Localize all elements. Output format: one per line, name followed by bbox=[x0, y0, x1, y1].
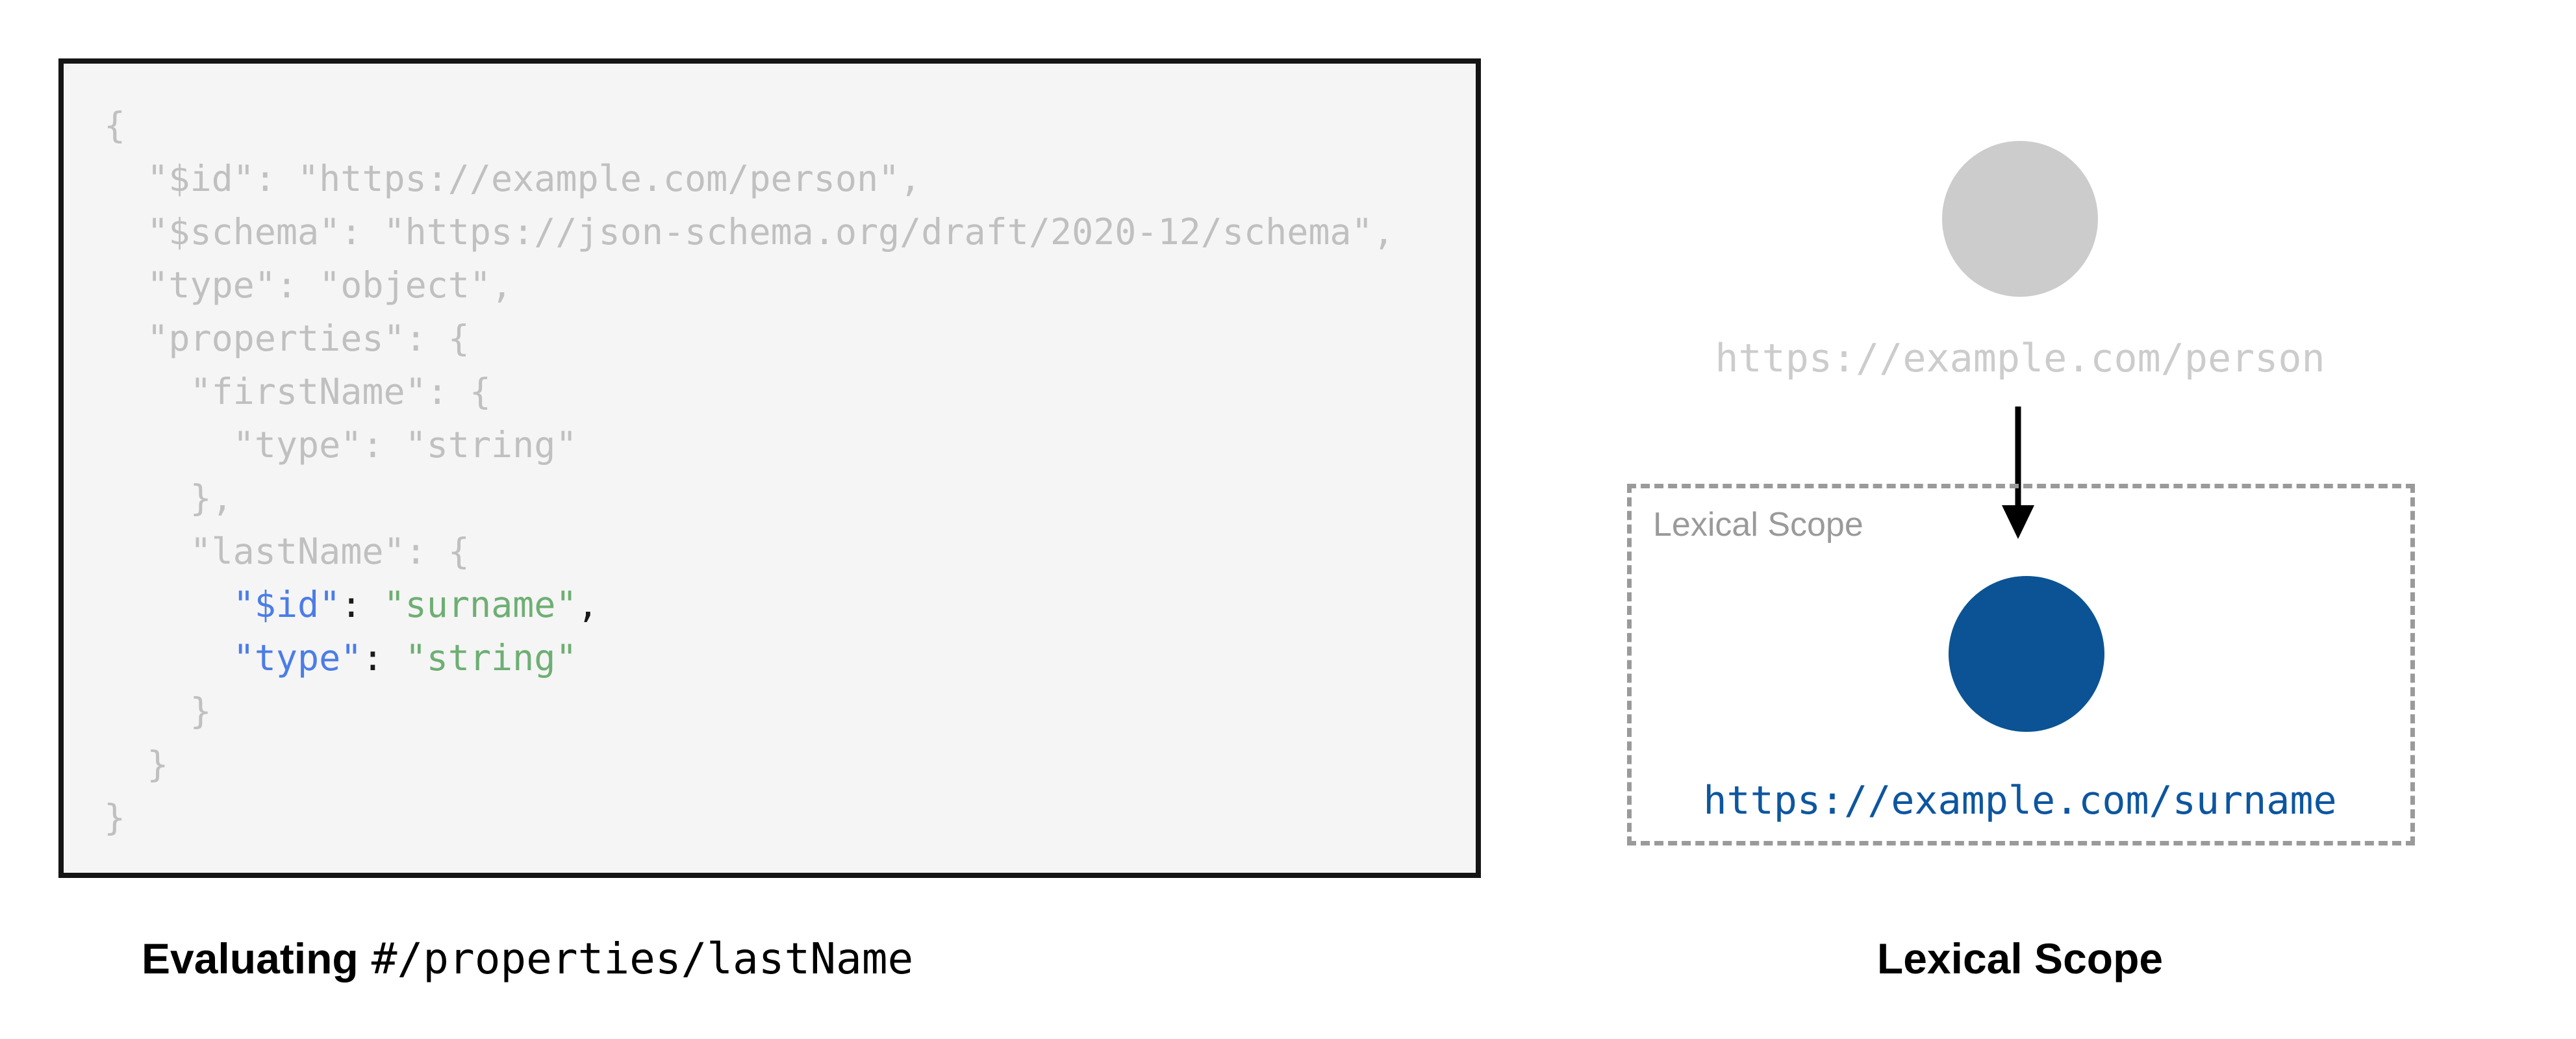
surname-schema-url-label: https://example.com/surname bbox=[1703, 778, 2337, 823]
right-caption: Lexical Scope bbox=[1876, 934, 2164, 983]
parent-schema-node-circle bbox=[1942, 141, 2098, 297]
code-block: { "$id": "https://example.com/person", "… bbox=[64, 64, 1476, 844]
left-caption: Evaluating#/properties/lastName bbox=[142, 934, 913, 984]
code-line: "firstName": { bbox=[104, 371, 492, 412]
surname-schema-node-circle bbox=[1949, 576, 2104, 732]
code-line: "$schema": "https://json-schema.org/draf… bbox=[104, 211, 1395, 253]
code-line: { bbox=[104, 105, 126, 146]
left-caption-evaluating-label: Evaluating bbox=[142, 934, 359, 983]
lexical-scope-box: Lexical Scope bbox=[1627, 484, 2415, 845]
code-line: "type": "string" bbox=[233, 637, 577, 679]
down-arrow-icon bbox=[2002, 407, 2034, 539]
left-caption-json-pointer: #/properties/lastName bbox=[371, 934, 914, 984]
code-line: }, bbox=[104, 477, 233, 519]
code-line: "lastName": { bbox=[104, 531, 470, 572]
code-line: "$id": "https://example.com/person", bbox=[104, 158, 922, 199]
code-line: "type": "object", bbox=[104, 264, 513, 306]
parent-schema-url-label: https://example.com/person bbox=[1715, 336, 2325, 381]
json-schema-code-panel: { "$id": "https://example.com/person", "… bbox=[58, 58, 1481, 878]
code-line: } bbox=[104, 797, 126, 838]
code-line: "$id": "surname", bbox=[233, 584, 599, 625]
code-line: } bbox=[104, 690, 212, 732]
lexical-scope-box-label: Lexical Scope bbox=[1653, 506, 1863, 544]
code-line: } bbox=[104, 744, 169, 785]
code-line: "properties": { bbox=[104, 318, 470, 359]
code-line: "type": "string" bbox=[104, 424, 577, 466]
